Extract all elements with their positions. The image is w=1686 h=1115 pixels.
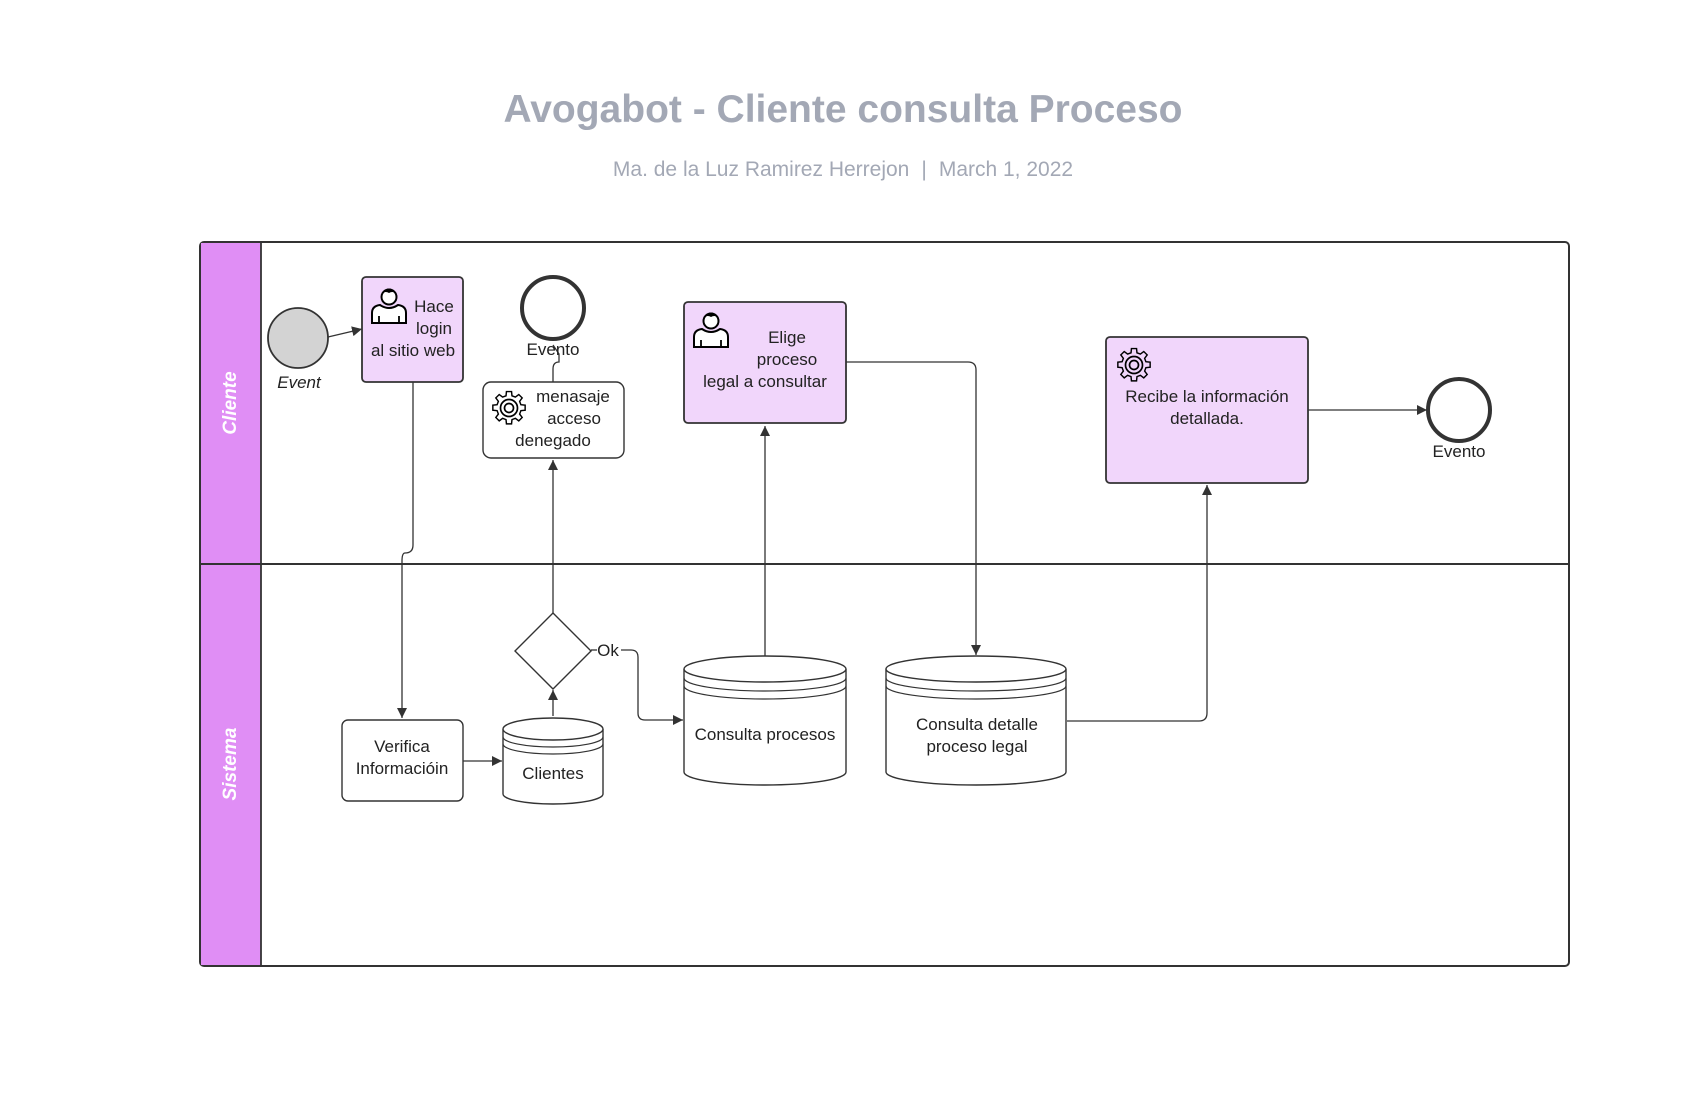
task-recibe-informacion-line2: detallada.	[1170, 409, 1244, 428]
flow-login-to-verifica	[397, 382, 414, 718]
lane-label-sistema: Sistema	[220, 727, 241, 800]
db-consulta-procesos-body[interactable]	[683, 669, 847, 786]
task-hace-login-line2: login	[416, 319, 452, 338]
flow-gateway-ok-to-consulta	[621, 649, 683, 725]
task-elige-proceso-line3: legal a consultar	[703, 372, 827, 391]
diagram-subtitle: Ma. de la Luz Ramirez Herrejon | March 1, …	[0, 158, 1686, 182]
task-verifica-informacion-line1: Verifica	[374, 737, 430, 756]
task-elige-proceso[interactable]: Elige proceso legal a consultar	[683, 301, 847, 424]
task-recibe-informacion-line1: Recibe la información	[1125, 387, 1288, 406]
task-acceso-denegado-line3: denegado	[515, 431, 591, 450]
db-consulta-procesos-label: Consulta procesos	[695, 725, 836, 744]
flow-elige-to-detalle	[846, 361, 981, 655]
lane-header-strip	[201, 243, 261, 965]
flow-start-to-login	[327, 326, 363, 338]
task-acceso-denegado-line2: acceso	[547, 409, 601, 428]
gateway-diamond[interactable]	[514, 612, 592, 690]
db-consulta-procesos[interactable]: Consulta procesos	[683, 655, 847, 786]
task-elige-proceso-line2: proceso	[757, 350, 817, 369]
db-clientes-label: Clientes	[522, 764, 583, 783]
db-consulta-detalle-line1: Consulta detalle	[916, 715, 1038, 734]
flow-denied-to-end	[552, 344, 560, 382]
end-event-denied-circle[interactable]	[520, 275, 586, 341]
task-verifica-informacion[interactable]: Verifica Informacióin	[341, 719, 464, 802]
db-consulta-procesos-band-2	[683, 685, 847, 700]
end-event-denied-label: Evento	[527, 340, 580, 359]
end-event-final[interactable]: Evento	[1426, 377, 1492, 461]
task-elige-proceso-line1: Elige	[768, 328, 806, 347]
start-event[interactable]: Event	[267, 307, 329, 392]
db-consulta-detalle-band-2	[885, 685, 1067, 700]
start-event-circle[interactable]	[267, 307, 329, 369]
task-recibe-informacion-box[interactable]	[1105, 336, 1309, 484]
db-consulta-detalle-top	[885, 655, 1067, 683]
db-consulta-detalle-body[interactable]	[885, 669, 1067, 786]
lane-label-cliente: Cliente	[220, 371, 241, 435]
db-consulta-procesos-top	[683, 655, 847, 683]
db-clientes[interactable]: Clientes	[502, 717, 604, 805]
flow-detalle-to-recibe	[1067, 485, 1212, 722]
task-acceso-denegado-box[interactable]	[482, 381, 625, 459]
db-consulta-detalle-band-1	[885, 677, 1067, 692]
task-acceso-denegado[interactable]: menasaje acceso denegado	[482, 381, 625, 459]
gateway-ok[interactable]: Ok	[514, 612, 619, 690]
db-consulta-detalle[interactable]: Consulta detalle proceso legal	[885, 655, 1067, 786]
end-event-denied[interactable]: Evento	[520, 275, 586, 359]
db-clientes-top	[502, 717, 604, 741]
task-hace-login-line1: Hace	[414, 297, 454, 316]
task-hace-login-line3: al sitio web	[371, 341, 455, 360]
db-clientes-band-2	[502, 743, 604, 755]
diagram-title: Avogabot - Cliente consulta Proceso	[503, 88, 1183, 131]
db-clientes-band-1	[502, 736, 604, 748]
task-verifica-informacion-box[interactable]	[341, 719, 464, 802]
db-consulta-detalle-line2: proceso legal	[926, 737, 1027, 756]
db-consulta-procesos-band-1	[683, 677, 847, 692]
author-name: Ma. de la Luz Ramirez Herrejon	[612, 158, 910, 181]
subtitle-separator: |	[921, 158, 927, 181]
diagram-date: March 1, 2022	[938, 158, 1074, 181]
end-event-final-circle[interactable]	[1426, 377, 1492, 443]
gateway-ok-label: Ok	[597, 641, 619, 660]
sequence-flows	[327, 326, 1427, 766]
end-event-final-label: Evento	[1433, 442, 1486, 461]
db-clientes-body[interactable]	[502, 729, 604, 805]
start-event-label: Event	[277, 373, 322, 392]
task-acceso-denegado-line1: menasaje	[536, 387, 610, 406]
task-verifica-informacion-line2: Informacióin	[356, 759, 449, 778]
task-hace-login[interactable]: Hace login al sitio web	[361, 276, 464, 383]
task-recibe-informacion[interactable]: Recibe la información detallada.	[1105, 336, 1309, 484]
